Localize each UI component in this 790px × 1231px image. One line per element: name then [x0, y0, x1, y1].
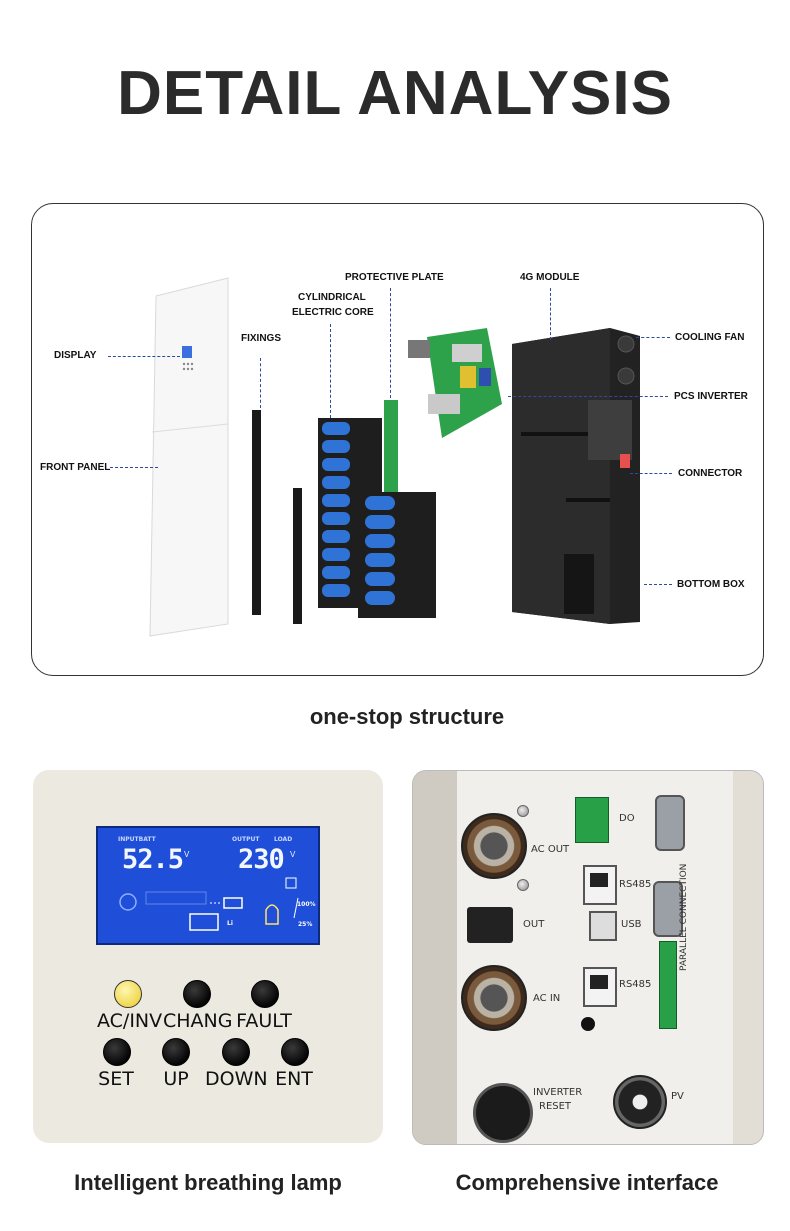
rs485-top-label: RS485	[619, 879, 652, 890]
lcd-pct-25: 25%	[298, 921, 313, 928]
leader-connector	[630, 473, 672, 474]
leader-front-panel	[110, 467, 158, 468]
lcd-li-label: Li	[227, 920, 233, 927]
pv-label: PV	[671, 1091, 684, 1102]
inverter-reset-line2: RESET	[539, 1101, 572, 1112]
side-wall	[413, 771, 457, 1144]
display-shape	[182, 346, 192, 358]
leader-pcs-inverter	[508, 396, 668, 397]
callout-cooling-fan: COOLING FAN	[675, 332, 745, 343]
usb-label: USB	[621, 919, 642, 930]
lcd-load-label: LOAD	[274, 836, 293, 843]
leader-protective-plate	[390, 288, 391, 398]
set-label: SET	[98, 1068, 134, 1090]
callout-cylindrical-line2: ELECTRIC CORE	[292, 307, 374, 318]
chang-label: CHANG	[163, 1010, 233, 1032]
callout-display: DISPLAY	[54, 350, 97, 361]
up-label: UP	[163, 1068, 189, 1090]
ac-inv-label: AC/INV	[97, 1010, 163, 1032]
leader-4g-module	[550, 288, 551, 340]
bottom-box-shape	[512, 328, 640, 624]
out-switch[interactable]	[467, 907, 513, 943]
leader-cooling-fan	[636, 337, 670, 338]
out-label: OUT	[523, 919, 545, 930]
do-label: DO	[619, 813, 635, 824]
ent-label: ENT	[275, 1068, 313, 1090]
exploded-diagram	[149, 277, 640, 637]
lcd-display: INPUTBATT OUTPUT LOAD 52.5 V 230 V 100% …	[96, 826, 320, 945]
lcd-output-label: OUTPUT	[232, 836, 260, 843]
ac-out-socket[interactable]	[461, 813, 527, 879]
callout-bottom-box: BOTTOM BOX	[677, 579, 745, 590]
up-button[interactable]	[162, 1038, 190, 1066]
rs485-bottom-label: RS485	[619, 979, 652, 990]
callout-connector: CONNECTOR	[678, 468, 743, 479]
leader-bottom-box	[644, 584, 672, 585]
callout-fixings: FIXINGS	[241, 333, 282, 344]
side-wall-right	[733, 771, 763, 1144]
down-label: DOWN	[205, 1068, 268, 1090]
caption-one-stop-structure: one-stop structure	[309, 704, 505, 729]
front-panel-shape	[149, 277, 229, 637]
fault-label: FAULT	[236, 1010, 292, 1032]
fixing-bar-2	[293, 488, 302, 624]
ac-inv-lamp-button[interactable]	[114, 980, 142, 1008]
caption-breathing-lamp: Intelligent breathing lamp	[74, 1170, 342, 1195]
indicator-hole	[581, 1017, 595, 1031]
lcd-input-label: INPUTBATT	[118, 836, 156, 843]
protective-plate-shape	[384, 400, 398, 492]
lcd-input-unit: V	[184, 850, 190, 859]
set-button[interactable]	[103, 1038, 131, 1066]
fault-indicator-button[interactable]	[251, 980, 279, 1008]
control-panel-card: INPUTBATT OUTPUT LOAD 52.5 V 230 V 100% …	[33, 770, 383, 1143]
callout-cylindrical-line1: CYLINDRICAL	[298, 292, 366, 303]
lcd-input-value: 52.5	[122, 844, 184, 875]
inverter-reset-line1: INVERTER	[533, 1087, 583, 1098]
usb-port[interactable]	[589, 911, 617, 941]
leader-cylindrical	[330, 324, 331, 418]
serial-port-bottom[interactable]	[653, 881, 683, 937]
callout-front-panel: FRONT PANEL	[40, 462, 111, 473]
callout-pcs-inverter: PCS INVERTER	[674, 391, 748, 402]
pv-socket[interactable]	[613, 1075, 667, 1129]
lcd-icons	[119, 877, 299, 931]
caption-comprehensive-interface: Comprehensive interface	[455, 1170, 719, 1195]
lcd-output-value: 230	[238, 844, 285, 875]
interface-panel-card: AC OUT DO RS485 OUT USB PARALLEL CONNECT…	[412, 770, 764, 1145]
do-terminal[interactable]	[575, 797, 609, 843]
down-button[interactable]	[222, 1038, 250, 1066]
battery-cells	[322, 422, 395, 605]
parallel-terminal[interactable]	[659, 941, 677, 1029]
lcd-pct-100: 100%	[297, 901, 316, 908]
callout-4g-module: 4G MODULE	[520, 272, 580, 283]
pcb-module-shape	[408, 328, 502, 438]
page-title: DETAIL ANALYSIS	[117, 59, 673, 128]
ent-button[interactable]	[281, 1038, 309, 1066]
lcd-output-unit: V	[290, 850, 296, 859]
fixing-bar-1	[252, 410, 261, 615]
exploded-view-figure: DISPLAY FRONT PANEL FIXINGS CYLINDRICAL …	[31, 203, 764, 676]
chang-indicator-button[interactable]	[183, 980, 211, 1008]
parallel-label: PARALLEL CONNECTION	[679, 863, 689, 971]
leader-fixings	[260, 358, 261, 408]
ac-out-label: AC OUT	[531, 844, 570, 855]
serial-port-top[interactable]	[655, 795, 685, 851]
rs485-port-top[interactable]	[583, 865, 617, 905]
rs485-port-bottom[interactable]	[583, 967, 617, 1007]
inverter-reset-button[interactable]	[473, 1083, 533, 1143]
callout-protective-plate: PROTECTIVE PLATE	[345, 272, 444, 283]
ac-in-socket[interactable]	[461, 965, 527, 1031]
ac-in-label: AC IN	[533, 993, 561, 1004]
leader-display	[108, 356, 180, 357]
